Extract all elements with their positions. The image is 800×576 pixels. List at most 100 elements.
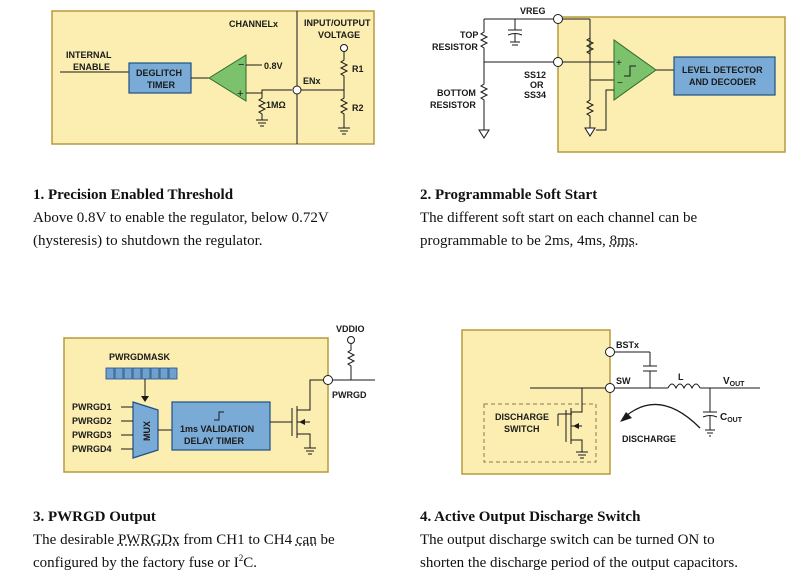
mask-register: [105, 367, 178, 380]
vreg-pin: [553, 14, 563, 24]
discharge-label: DISCHARGE: [622, 434, 676, 444]
comparator-plus: +: [237, 88, 243, 100]
arrow-icon: [141, 396, 149, 402]
output-capacitor-icon: [702, 388, 718, 437]
arrow-icon: [620, 412, 632, 422]
diagram-soft-start: VREG TOP RESISTOR SS12 OR SS34 BOTTOM RE…: [430, 6, 786, 153]
mask-bit: [150, 367, 160, 380]
mask-label: PWRGDMASK: [109, 352, 170, 362]
arrow-icon: [573, 423, 579, 429]
pullup-resistor: [346, 344, 356, 380]
mux-label: MUX: [142, 421, 152, 441]
resistor-r1: [339, 52, 349, 90]
comparator-minus: −: [617, 78, 623, 89]
cout-label: COUT: [720, 412, 743, 424]
channel-label: CHANNELx: [229, 19, 278, 29]
ss-label: SS12: [524, 70, 546, 80]
caption-3-line-2: configured by the factory fuse or I2C.: [33, 553, 258, 572]
comparator-amp: [208, 54, 247, 102]
bootstrap-capacitor-icon: [643, 352, 657, 388]
ground-icon: [338, 127, 350, 135]
deglitch-label: DEGLITCH: [136, 68, 182, 78]
level-detector-label-2: AND DECODER: [689, 77, 757, 87]
pwrgd-label: PWRGD: [332, 390, 367, 400]
bottom-resistor: [479, 62, 489, 130]
discharge-switch-label-2: SWITCH: [504, 424, 540, 434]
internal-resistor: [585, 30, 595, 62]
inductor-icon: [667, 383, 701, 390]
mask-bit: [168, 367, 178, 380]
caption-2-title: 2. Programmable Soft Start: [420, 187, 598, 203]
vddio-label: VDDIO: [336, 324, 365, 334]
io-voltage-label: INPUT/OUTPUT: [304, 18, 371, 28]
deglitch-label-2: TIMER: [147, 80, 175, 90]
hysteresis-icon: [624, 65, 636, 77]
comparator-minus: −: [238, 59, 244, 71]
nmos-transistor-icon: [291, 379, 324, 455]
discharge-switch-label: DISCHARGE: [495, 412, 549, 422]
yellow-panel: [461, 329, 611, 475]
pwrgd-input-label: PWRGD1: [72, 402, 112, 412]
caption-2-line-2: programmable to be 2ms, 4ms, 8ms.: [420, 233, 639, 249]
capacitor-icon: [507, 19, 523, 46]
internal-enable-label-2: ENABLE: [73, 62, 110, 72]
pwrgd-input-label: PWRGD2: [72, 416, 112, 426]
vreg-label: VREG: [520, 6, 546, 16]
ground-icon: [256, 119, 268, 127]
top-resistor: [479, 19, 489, 62]
mask-bit: [159, 367, 169, 380]
vout-label: VOUT: [723, 376, 745, 388]
validation-timer-block: [171, 401, 271, 451]
bstx-label: BSTx: [616, 340, 639, 350]
pulldown-label: 1MΩ: [266, 100, 286, 110]
level-detector-block: [673, 56, 776, 96]
pwrgd-pin: [323, 375, 333, 385]
internal-resistor-2: [585, 80, 595, 128]
caption-1-line-2: (hysteresis) to shutdown the regulator.: [33, 233, 263, 249]
mask-bit: [123, 367, 133, 380]
arrow-icon: [299, 419, 305, 425]
caption-1: 1. Precision Enabled Threshold Above 0.8…: [33, 184, 329, 253]
pulldown-resistor: [257, 93, 267, 120]
mask-bit: [105, 367, 115, 380]
vddio-terminal: [347, 336, 355, 344]
discharge-arrow: [625, 403, 701, 429]
caption-2: 2. Programmable Soft Start The different…: [420, 184, 697, 253]
sw-label: SW: [616, 376, 631, 386]
threshold-label: 0.8V: [264, 61, 283, 71]
diagram-output-discharge: BSTx SW L VOUT COUT DISCHARGE SWITCH DIS…: [461, 329, 760, 475]
caption-4-line-2: shorten the discharge period of the outp…: [420, 555, 738, 571]
r2-label: R2: [352, 103, 364, 113]
validation-label-2: DELAY TIMER: [184, 436, 245, 446]
discharge-switch-box: [483, 403, 597, 463]
rising-edge-icon: [214, 411, 224, 421]
comparator-amp: [613, 39, 657, 101]
caption-4-line-1: The output discharge switch can be turne…: [420, 532, 715, 548]
ss-pin: [553, 57, 563, 67]
caption-3-title: 3. PWRGD Output: [33, 509, 156, 525]
diagram-pwrgd-output: VDDIO PWRGD PWRGDMASK MUX PWRGD1PWRGD2PW…: [63, 324, 375, 473]
top-resistor-label-2: RESISTOR: [432, 42, 478, 52]
discharge-transistor-icon: [557, 388, 588, 459]
ground-arrow-icon: [478, 129, 490, 139]
inductor-label: L: [678, 372, 684, 382]
pwrgd-input-label: PWRGD4: [72, 444, 112, 454]
bottom-resistor-label-2: RESISTOR: [430, 100, 476, 110]
resistor-r2: [339, 90, 349, 128]
mask-bit: [141, 367, 151, 380]
sw-pin: [605, 383, 615, 393]
enx-pin: [292, 85, 302, 95]
diagram-enable-threshold: CHANNELx INPUT/OUTPUT VOLTAGE INTERNAL E…: [51, 10, 375, 145]
caption-4-title: 4. Active Output Discharge Switch: [420, 509, 641, 525]
bstx-pin: [605, 347, 615, 357]
caption-3: 3. PWRGD Output The desirable PWRGDx fro…: [33, 506, 335, 575]
mask-bit: [114, 367, 124, 380]
top-resistor-label: TOP: [460, 30, 478, 40]
io-voltage-label-2: VOLTAGE: [318, 30, 360, 40]
enx-label: ENx: [303, 76, 321, 86]
pwrgd-input-label: PWRGD3: [72, 430, 112, 440]
caption-1-line-1: Above 0.8V to enable the regulator, belo…: [33, 210, 329, 226]
caption-3-line-1: The desirable PWRGDx from CH1 to CH4 can…: [33, 532, 335, 548]
caption-1-title: 1. Precision Enabled Threshold: [33, 187, 234, 203]
